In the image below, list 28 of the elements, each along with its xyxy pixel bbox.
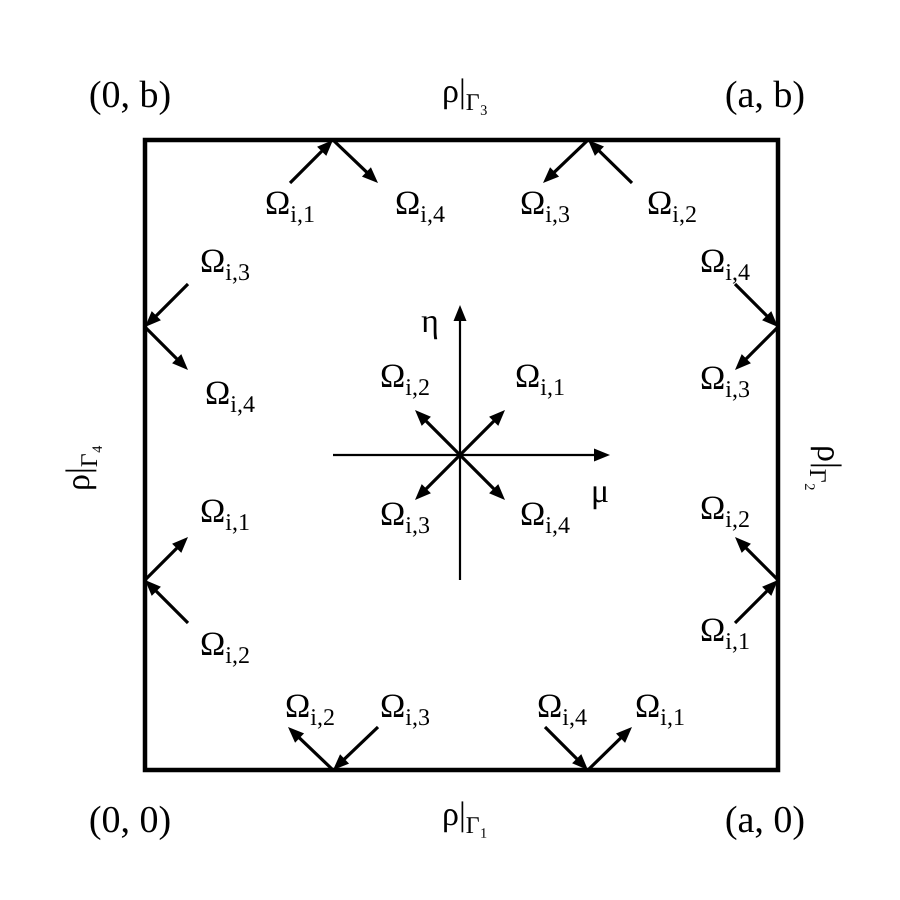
corner-coordinate: (0, b): [88, 76, 172, 114]
corner-coordinate: (0, 0): [88, 801, 172, 839]
direction-label: Ω$_{i,2}$: [700, 492, 750, 532]
corner-coordinate: (a, 0): [724, 801, 806, 839]
direction-label: Ω$_{i,4}$: [700, 245, 750, 285]
boundary-label: ρ|$_{Γ₁}$: [442, 798, 488, 838]
corner-coordinate: (a, b): [724, 76, 806, 114]
direction-label: Ω$_{i,2}$: [285, 690, 335, 730]
direction-label: Ω$_{i,3}$: [380, 690, 430, 730]
direction-label: Ω$_{i,3}$: [700, 362, 750, 402]
direction-label: Ω$_{i,4}$: [395, 187, 445, 227]
direction-label: Ω$_{i,2}$: [647, 187, 697, 227]
axis-label: η: [421, 305, 439, 339]
direction-label: Ω$_{i,3}$: [520, 187, 570, 227]
direction-label: Ω$_{i,2}$: [380, 360, 430, 400]
direction-label: Ω$_{i,3}$: [200, 245, 250, 285]
direction-label: Ω$_{i,3}$: [380, 498, 430, 538]
direction-label: Ω$_{i,2}$: [200, 628, 250, 668]
direction-label: Ω$_{i,1}$: [200, 495, 250, 535]
direction-label: Ω$_{i,4}$: [205, 377, 255, 417]
direction-label: Ω$_{i,1}$: [265, 187, 315, 227]
boundary-label: ρ|$_{Γ₃}$: [442, 75, 488, 115]
direction-label: Ω$_{i,4}$: [537, 690, 587, 730]
direction-label: Ω$_{i,1}$: [515, 360, 565, 400]
axis-label: μ: [590, 475, 610, 509]
direction-label: Ω$_{i,1}$: [700, 614, 750, 654]
direction-label: Ω$_{i,1}$: [635, 690, 685, 730]
direction-label: Ω$_{i,4}$: [520, 498, 570, 538]
